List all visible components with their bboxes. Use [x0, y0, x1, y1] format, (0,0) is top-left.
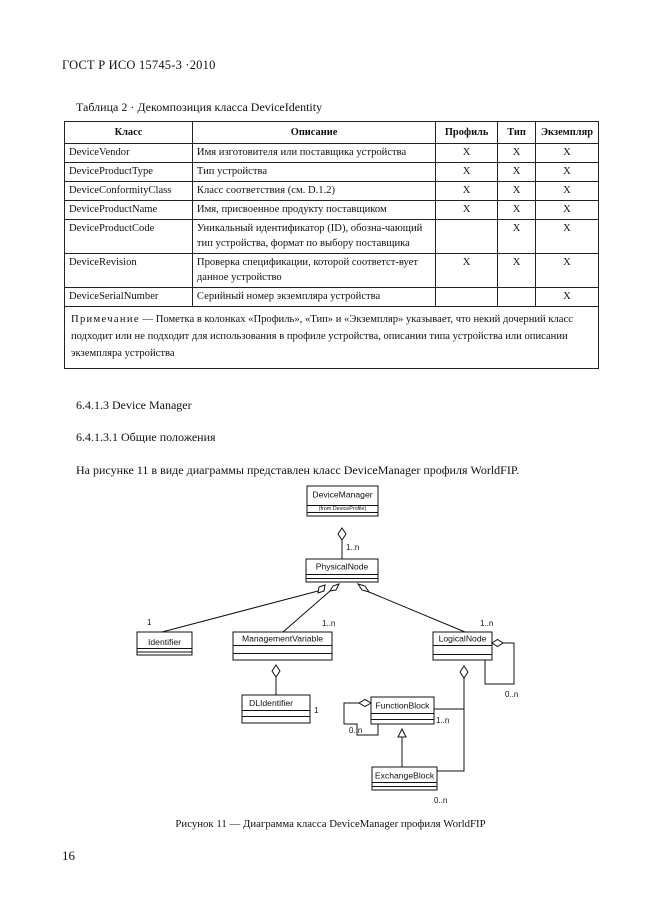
- exchange-block-box: [371, 766, 438, 791]
- profile-cell: X: [435, 162, 499, 182]
- decomposition-table: Класс Описание Профиль Тип Экземпляр Dev…: [64, 121, 599, 369]
- profile-cell: X: [435, 200, 499, 220]
- pn-ln-diamond: [356, 583, 371, 593]
- multiplicity-label: 1..n: [436, 716, 449, 725]
- section-heading: 6.4.1.3 Device Manager: [76, 398, 192, 412]
- exchange-block-label: ExchangeBlock: [375, 771, 435, 781]
- note-label: Примечание: [71, 314, 140, 325]
- physical-node-label: PhysicalNode: [316, 562, 369, 572]
- logical-node-label: LogicalNode: [439, 634, 487, 644]
- subsection-heading: 6.4.1.3.1 Общие положения: [76, 430, 216, 444]
- device-manager-box: [306, 485, 379, 517]
- table-row: DeviceRevision Проверка спецификации, ко…: [64, 253, 599, 288]
- ln-self-diamond: [491, 638, 504, 648]
- multiplicity-label: 1: [147, 618, 152, 627]
- multiplicity-label: 0..n: [505, 690, 518, 699]
- pn-identifier-association: [161, 590, 319, 633]
- instance-cell: X: [535, 143, 599, 163]
- profile-cell: X: [435, 181, 499, 201]
- profile-cell: X: [435, 253, 499, 288]
- multiplicity-label: 0..n: [434, 796, 447, 805]
- running-header: ГОСТ Р ИСО 15745-3 ·2010: [62, 58, 216, 72]
- ln-self-association: [484, 642, 515, 685]
- fb-self-association: [343, 702, 379, 736]
- multiplicity-label: 1..n: [346, 543, 359, 552]
- instance-cell: X: [535, 253, 599, 288]
- type-cell: X: [497, 219, 536, 254]
- pn-mv-association: [282, 590, 331, 633]
- note-text: — Пометка в колонках «Профиль», «Тип» и …: [71, 314, 573, 359]
- table-header-row: Класс Описание Профиль Тип Экземпляр: [64, 121, 599, 144]
- table-row: DeviceConformityClass Класс соответствия…: [64, 181, 599, 201]
- table-note: Примечание — Пометка в колонках «Профиль…: [64, 306, 599, 369]
- device-manager-label: DeviceManager: [312, 490, 372, 500]
- page-number: 16: [62, 848, 75, 863]
- table-row: DeviceVendor Имя изготовителя или постав…: [64, 143, 599, 163]
- multiplicity-label: 1: [314, 706, 319, 715]
- profile-cell: [435, 219, 499, 254]
- dl-identifier-label: DLIdentifier: [249, 698, 293, 708]
- pn-identifier-diamond: [317, 584, 326, 594]
- identifier-box: [136, 631, 193, 656]
- mv-aggregation-diamond: [271, 664, 281, 678]
- pn-ln-association: [368, 591, 466, 633]
- multiplicity-label: 0..n: [349, 726, 362, 735]
- fb-self-diamond: [358, 698, 372, 708]
- figure-caption: Рисунок 11 — Диаграмма класса DeviceMana…: [175, 818, 486, 830]
- device-manager-sub: (from DeviceProfile): [319, 506, 367, 512]
- table-row: DeviceProductCode Уникальный идентификат…: [64, 219, 599, 254]
- multiplicity-label: 1..n: [322, 619, 335, 628]
- description-cell: Проверка спецификации, которой соответст…: [191, 253, 437, 288]
- identifier-label: Identifier: [148, 637, 181, 647]
- pn-mv-diamond: [329, 583, 340, 592]
- function-block-box: [370, 696, 435, 725]
- multiplicity-label: 1..n: [480, 619, 493, 628]
- table-note-row: Примечание — Пометка в колонках «Профиль…: [64, 306, 599, 369]
- ln-fb-association: [434, 678, 465, 710]
- function-block-label: FunctionBlock: [376, 701, 431, 711]
- ln-eb-association: [437, 709, 465, 772]
- dm-aggregation-diamond: [337, 527, 347, 541]
- table-caption: Таблица 2 · Декомпозиция класса DeviceId…: [76, 100, 323, 114]
- generalization-arrow: [397, 727, 407, 738]
- type-cell: X: [497, 253, 536, 288]
- body-paragraph: На рисунке 11 в виде диаграммы представл…: [76, 463, 520, 477]
- management-variable-label: ManagementVariable: [242, 634, 323, 644]
- ln-aggregation-diamond: [459, 665, 469, 679]
